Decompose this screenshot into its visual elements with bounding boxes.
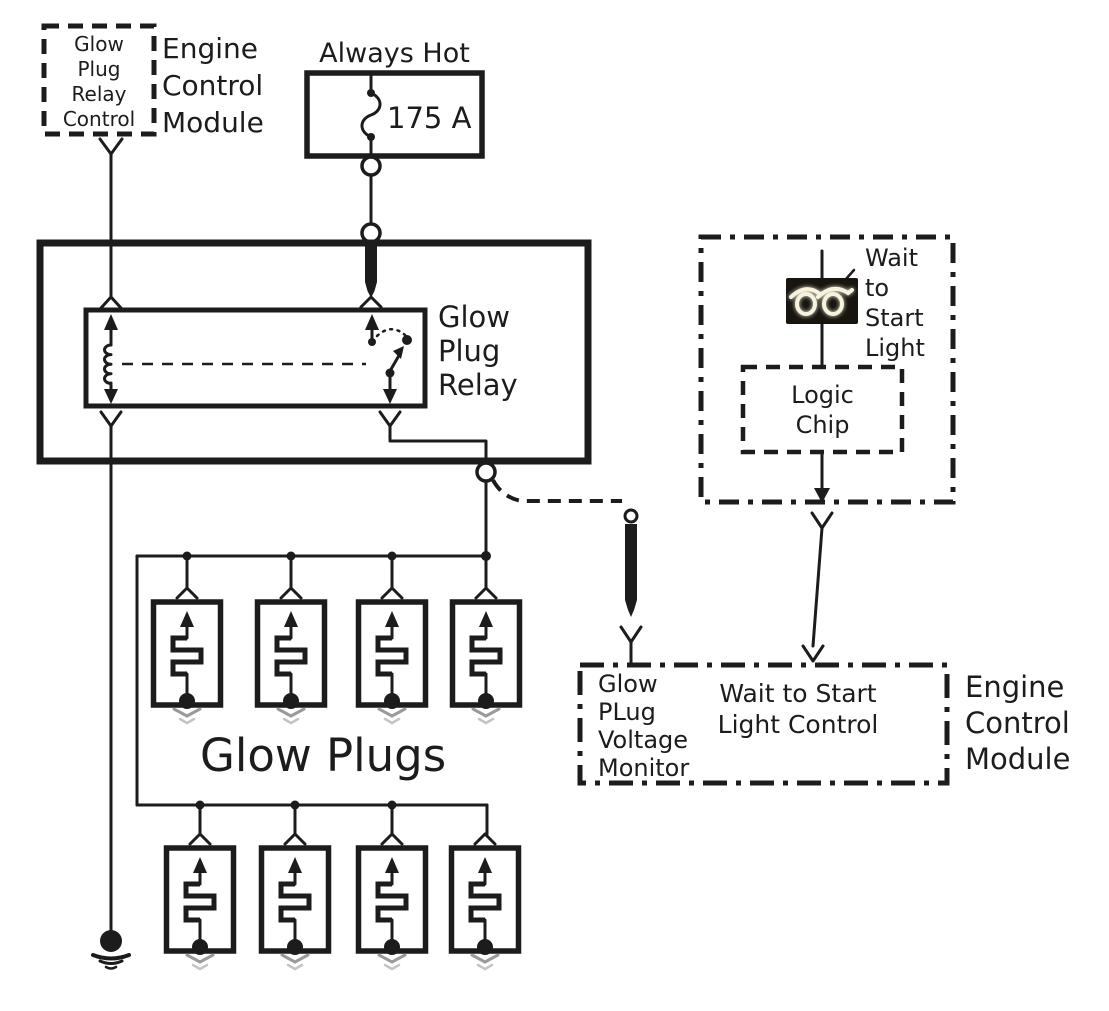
wait-to-start-light-label: Wait to Start Light bbox=[865, 244, 925, 362]
logic-chip-box bbox=[740, 364, 905, 455]
always-hot-fuse-box bbox=[304, 70, 485, 159]
ground-icon bbox=[91, 930, 131, 970]
relay-inner-box bbox=[83, 307, 428, 409]
ecm-top-dashed-box bbox=[41, 23, 157, 137]
circle-connector-icon bbox=[623, 508, 639, 524]
splice-bar-icon bbox=[625, 524, 637, 617]
circle-connector-icon bbox=[360, 222, 382, 244]
circle-connector-icon bbox=[475, 461, 497, 483]
chevron-connector-icon bbox=[378, 410, 402, 428]
glow-plug-voltage-monitor-label: Glow PLug Voltage Monitor bbox=[598, 670, 690, 782]
circle-connector-icon bbox=[360, 155, 382, 177]
wait-to-start-light-control-label: Wait to Start Light Control bbox=[717, 679, 879, 739]
relay-output-wire bbox=[378, 410, 497, 590]
relay-coil-icon bbox=[99, 314, 123, 428]
ecm-bottom-label: Engine Control Module bbox=[965, 670, 1071, 776]
glowing-coil-lamp-icon bbox=[786, 278, 858, 324]
voltage-monitor-tap bbox=[491, 479, 643, 667]
glow-plug-relay-box bbox=[36, 239, 592, 465]
glow-plug-icon bbox=[359, 834, 426, 969]
glow-plug-icon bbox=[453, 588, 520, 723]
relay-control-wire bbox=[98, 137, 124, 932]
chevron-connector-icon bbox=[359, 295, 383, 309]
chevron-connector-icon bbox=[801, 644, 825, 663]
glow-plug-icon bbox=[359, 588, 426, 723]
relay-switch-icon bbox=[365, 314, 412, 404]
fuse-rating-label: 175 A bbox=[387, 101, 472, 135]
logic-chip-label: Logic Chip bbox=[791, 381, 854, 439]
fuse-squiggle-icon bbox=[360, 71, 382, 159]
wait-to-start-wire bbox=[801, 249, 856, 663]
chevron-connector-icon bbox=[619, 625, 643, 644]
glow-plug-icon bbox=[167, 834, 234, 969]
glow-plug-bus bbox=[135, 551, 491, 836]
glow-plug-icon bbox=[452, 834, 519, 969]
always-hot-label: Always Hot bbox=[319, 38, 470, 69]
power-feed-wire bbox=[359, 155, 383, 309]
ecm-top-label: Engine Control Module bbox=[162, 32, 264, 139]
chevron-connector-icon bbox=[810, 511, 834, 530]
chevron-connector-icon bbox=[99, 410, 123, 428]
glow-plug-icon bbox=[154, 588, 221, 723]
glow-plug-relay-label: Glow Plug Relay bbox=[438, 300, 518, 402]
glow-plug-icon bbox=[258, 588, 325, 723]
relay-control-box-label: Glow Plug Relay Control bbox=[62, 32, 136, 131]
splice-bar-icon bbox=[365, 246, 377, 298]
glow-plug-icon bbox=[262, 834, 329, 969]
glow-plugs-label: Glow Plugs bbox=[200, 729, 447, 782]
ecm-bottom-dashed-box bbox=[577, 662, 950, 786]
